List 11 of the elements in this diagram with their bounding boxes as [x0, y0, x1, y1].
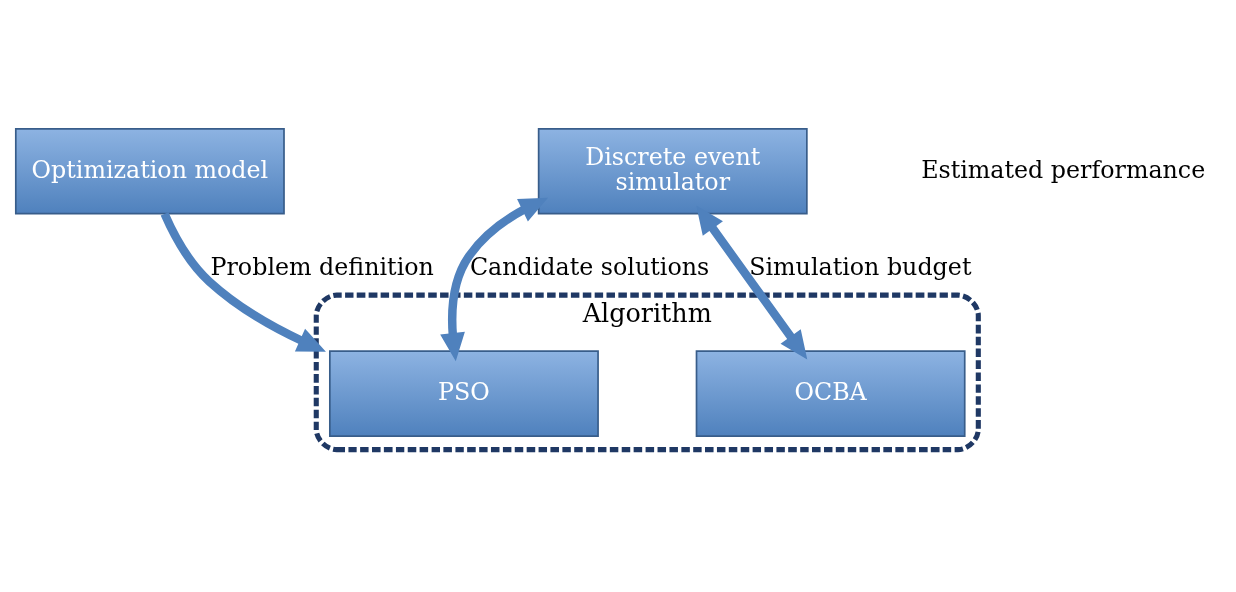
node-box: Optimization model: [14, 127, 285, 215]
edge-label: Candidate solutions: [469, 253, 710, 282]
edge-label: Simulation budget: [749, 253, 972, 282]
node-box: Discrete event simulator: [537, 127, 808, 215]
arrow: [696, 205, 808, 360]
label: Estimated performance: [921, 155, 1206, 184]
node-box: PSO: [329, 350, 599, 437]
arrow: [160, 212, 326, 352]
edge-label: Problem definition: [210, 253, 434, 282]
node-box: OCBA: [695, 350, 966, 437]
arrow: [440, 197, 548, 362]
